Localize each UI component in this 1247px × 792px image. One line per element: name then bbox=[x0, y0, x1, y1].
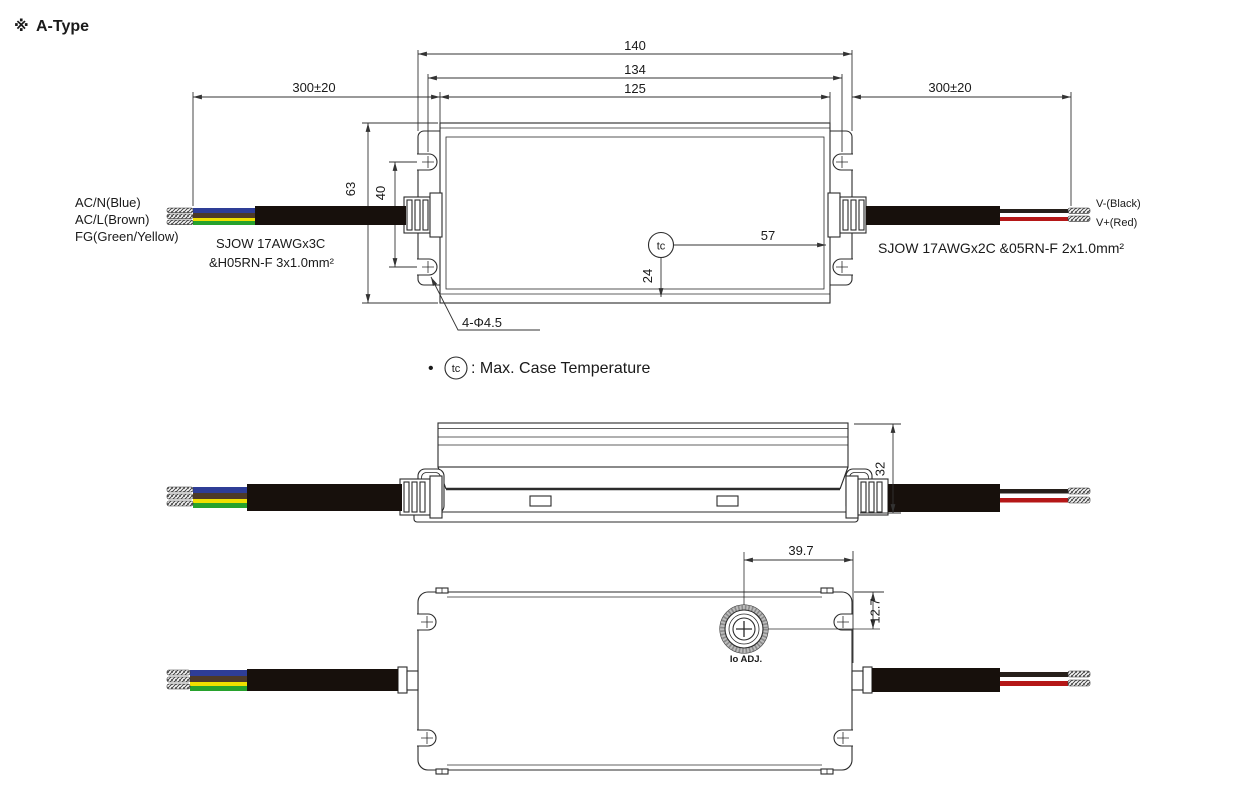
tc-note-symbol: tc bbox=[452, 363, 461, 375]
side-input-gland bbox=[399, 475, 443, 519]
bottom-view-dimensions: 39.7 12.7 bbox=[744, 543, 884, 663]
side-base-plate bbox=[413, 511, 859, 523]
dim-mount-holes: 4-Φ4.5 bbox=[462, 315, 502, 330]
wire-blue bbox=[193, 208, 255, 213]
input-wire-label-fg: FG(Green/Yellow) bbox=[75, 229, 179, 244]
top-view-dimensions: 140 134 125 300±20 300±20 63 bbox=[192, 38, 1072, 331]
dim-40: 40 bbox=[373, 186, 388, 200]
case-body bbox=[439, 122, 831, 304]
output-wire-label-vminus: V-(Black) bbox=[1096, 198, 1141, 210]
bottom-output-cable bbox=[872, 668, 1091, 692]
tc-note: • tc : Max. Case Temperature bbox=[428, 356, 650, 380]
dim-134: 134 bbox=[624, 62, 646, 77]
output-wire-label-vplus: V+(Red) bbox=[1096, 217, 1137, 229]
bare-wire-tip bbox=[1067, 207, 1091, 214]
dim-125: 125 bbox=[624, 81, 646, 96]
reference-mark-icon: ※ bbox=[14, 17, 29, 35]
output-cable-jacket bbox=[866, 206, 1000, 225]
output-cable-gland bbox=[827, 192, 867, 238]
input-cable-spec-line1: SJOW 17AWGx3C bbox=[216, 236, 325, 251]
side-view-dimensions: 32 bbox=[854, 423, 901, 514]
dim-lead-right: 300±20 bbox=[928, 80, 971, 95]
bare-wire-tip bbox=[166, 207, 194, 213]
output-cable-spec: SJOW 17AWGx2C &05RN-F 2x1.0mm² bbox=[878, 240, 1124, 256]
page-title: A-Type bbox=[36, 18, 89, 35]
bottom-view: Io ADJ. bbox=[166, 543, 1091, 775]
tc-note-circle bbox=[444, 356, 468, 380]
bottom-output-gland bbox=[851, 666, 873, 694]
wire-black bbox=[1000, 209, 1068, 213]
bare-wire-tip bbox=[166, 219, 194, 225]
wire-brown bbox=[193, 213, 255, 218]
input-cable-gland bbox=[403, 192, 443, 238]
edge-tabs bbox=[435, 587, 834, 775]
io-adjust-potentiometer[interactable] bbox=[719, 552, 880, 654]
dim-39-7: 39.7 bbox=[788, 543, 813, 558]
side-foot bbox=[529, 495, 552, 507]
input-cable-jacket bbox=[255, 206, 406, 225]
output-cable bbox=[866, 206, 1091, 225]
dim-32: 32 bbox=[873, 462, 888, 476]
bottom-input-gland bbox=[397, 666, 419, 694]
io-adjust-label: Io ADJ. bbox=[730, 654, 762, 665]
dim-140: 140 bbox=[624, 38, 646, 53]
input-cable-spec-line2: &H05RN-F 3x1.0mm² bbox=[209, 255, 335, 270]
note-bullet: • bbox=[428, 360, 434, 377]
side-output-cable bbox=[888, 484, 1091, 512]
input-wire-label-acl: AC/L(Brown) bbox=[75, 212, 149, 227]
tc-point-label: tc bbox=[657, 241, 666, 253]
side-foot bbox=[716, 495, 739, 507]
dim-57: 57 bbox=[761, 228, 775, 243]
wire-red bbox=[1000, 217, 1068, 221]
bare-wire-tip bbox=[166, 213, 194, 219]
screw-cross-marks bbox=[422, 156, 848, 273]
note-text: : Max. Case Temperature bbox=[471, 360, 650, 377]
dim-63: 63 bbox=[343, 182, 358, 196]
bottom-body bbox=[417, 591, 853, 771]
dim-24: 24 bbox=[640, 269, 655, 283]
input-cable bbox=[166, 206, 406, 225]
input-wire-label-acn: AC/N(Blue) bbox=[75, 195, 141, 210]
screw-cross-marks bbox=[421, 616, 849, 744]
dim-12-7: 12.7 bbox=[868, 598, 883, 623]
side-input-cable bbox=[166, 484, 402, 511]
bottom-input-cable bbox=[166, 669, 398, 691]
side-output-gland bbox=[845, 475, 889, 519]
wire-green bbox=[193, 221, 255, 225]
top-view: tc 140 134 125 300±20 300±20 bbox=[75, 38, 1141, 331]
wire-yellow bbox=[193, 218, 255, 221]
bare-wire-tip bbox=[1067, 215, 1091, 222]
dim-lead-left: 300±20 bbox=[292, 80, 335, 95]
side-view: 32 bbox=[166, 422, 1091, 523]
